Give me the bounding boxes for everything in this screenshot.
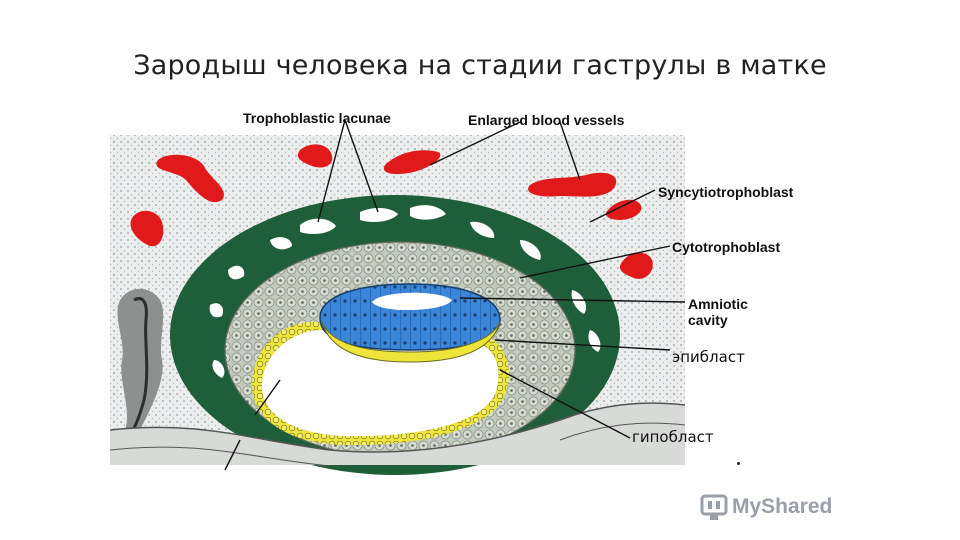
blood-vessel [605, 199, 642, 220]
amniotic-cavity [372, 292, 452, 311]
blood-vessel [130, 210, 164, 247]
blood-vessel [156, 154, 225, 203]
label-trophoblastic-lacunae: Trophoblastic lacunae [243, 110, 391, 126]
page-title: Зародыш человека на стадии гаструлы в ма… [133, 50, 827, 81]
stray-dot [737, 462, 740, 465]
label-epiblast: эпибласт [672, 348, 745, 366]
blood-vessels [130, 144, 653, 279]
blood-vessel [528, 172, 617, 197]
label-hypoblast: гипобласт [632, 428, 714, 446]
leader-lines [224, 119, 686, 471]
uterine-gland [117, 288, 164, 433]
label-syncytiotrophoblast: Syncytiotrophoblast [658, 184, 794, 200]
label-cytotrophoblast: Cytotrophoblast [672, 239, 781, 255]
label-cavity: cavity [688, 312, 728, 328]
blood-vessel [383, 150, 441, 175]
blood-vessel [619, 252, 653, 279]
hypoblast-layer [321, 321, 501, 363]
trophoblastic-lacunae [209, 205, 601, 378]
uterine-epithelium [109, 402, 686, 467]
label-enlarged-blood-vessels: Enlarged blood vessels [468, 112, 625, 128]
epiblast-layer [319, 283, 501, 351]
myshared-logo-text: MyShared [732, 495, 833, 518]
blood-vessel [297, 144, 333, 168]
myshared-logo-icon [700, 494, 728, 520]
label-amniotic: Amniotic [688, 296, 748, 312]
